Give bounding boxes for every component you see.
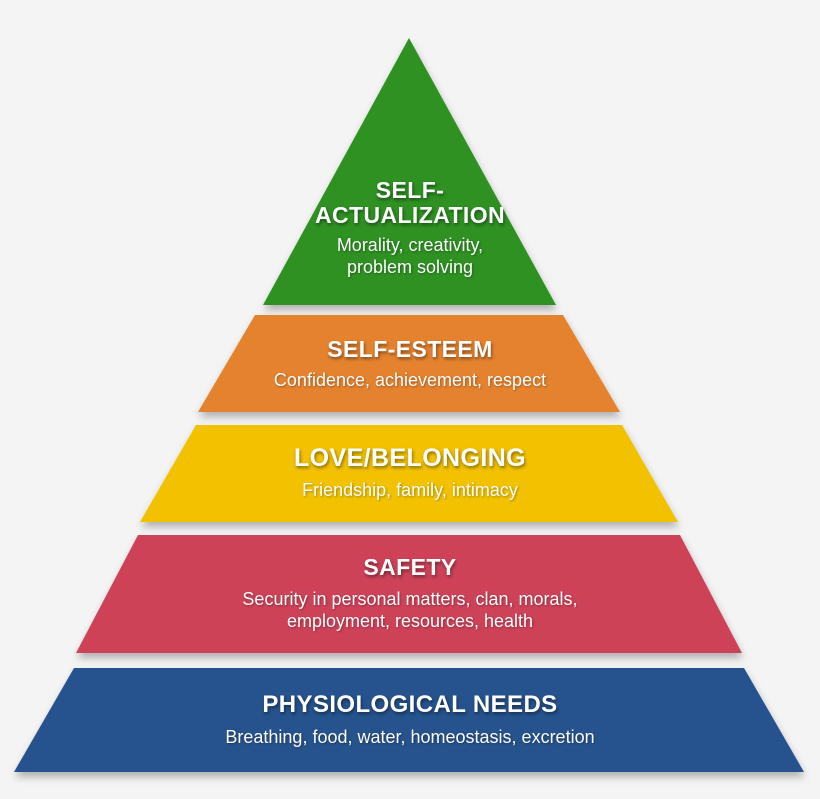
tier-shape-self-esteem (198, 315, 620, 412)
tier-shape-self-actualization (263, 38, 556, 305)
tier-shape-safety (76, 535, 742, 653)
tier-shape-love-belonging (140, 425, 678, 522)
tier-shape-physiological (14, 668, 804, 772)
maslow-pyramid-diagram: SELF- ACTUALIZATION Morality, creativity… (14, 38, 804, 772)
